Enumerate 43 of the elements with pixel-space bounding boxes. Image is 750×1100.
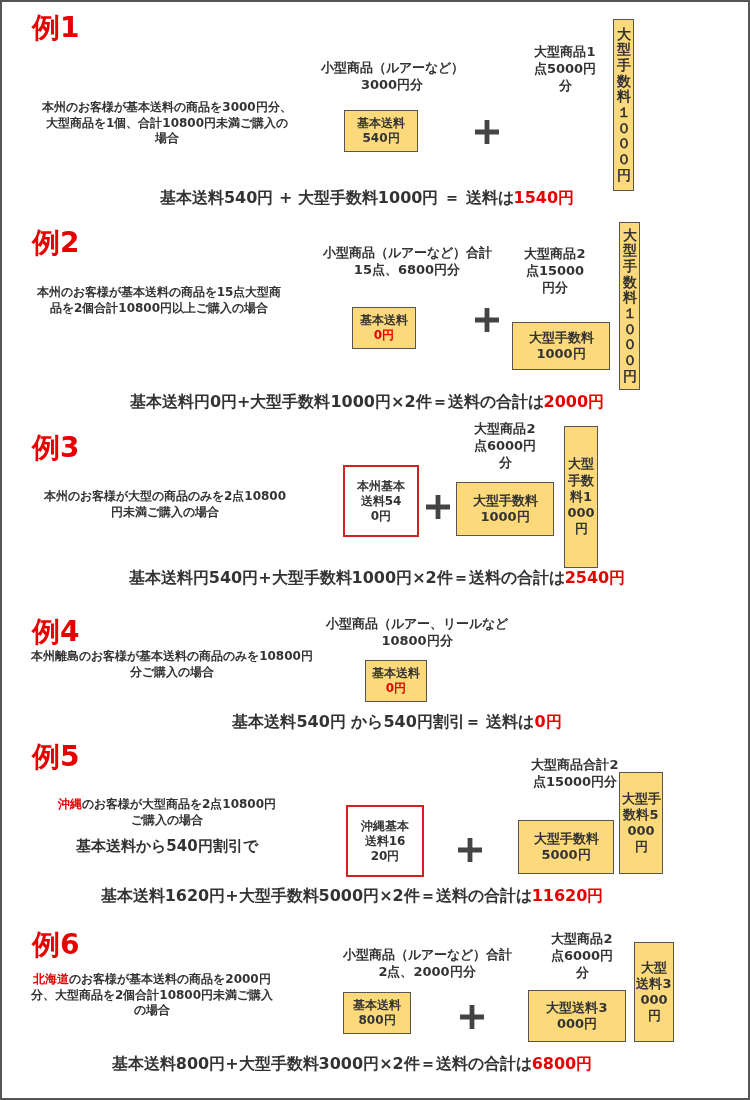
case-description: 本州のお客様が基本送料の商品を15点大型商品を2個合計10800円以上ご購入の場合	[35, 285, 283, 317]
fee-formula: 基本送料800円+大型手数料3000円×2件＝送料の合計は6800円	[111, 1054, 593, 1075]
fee-box: 基本送料0円	[365, 660, 427, 702]
example-heading: 例5	[32, 739, 80, 775]
product-caption: 大型商品合計2点15000円分	[530, 757, 620, 791]
fee-box: 大型手数料5000円	[619, 772, 663, 874]
example-heading: 例6	[32, 927, 80, 963]
example-heading: 例3	[32, 430, 80, 466]
case-description: 基本送料から540円割引で	[75, 837, 260, 857]
fee-box: 基本送料540円	[344, 110, 418, 152]
case-description: 本州のお客様が大型の商品のみを2点10800円未満ご購入の場合	[42, 489, 288, 521]
fee-box: 基本送料800円	[343, 992, 411, 1034]
base-fee-box: 本州基本送料540円	[343, 465, 419, 537]
example-heading: 例4	[32, 614, 80, 650]
fee-box: 大型手数料1000円	[456, 482, 554, 536]
product-caption: 小型商品（ルアーなど）合計15点、6800円分	[322, 245, 492, 279]
fee-box: 大型手数料１０００円	[619, 222, 640, 390]
product-caption: 大型商品2点6000円分	[472, 421, 538, 472]
fee-box: 大型手数料１０００円	[613, 19, 634, 191]
case-description: 沖縄のお客様が大型商品を2点10800円ご購入の場合	[56, 797, 278, 829]
fee-formula: 基本送料540円 + 大型手数料1000円 ＝ 送料は1540円	[159, 188, 575, 209]
case-description: 北海道のお客様が基本送料の商品を2000円分、大型商品を2個合計10800円未満ご購入の場合	[29, 972, 275, 1019]
product-caption: 小型商品（ルアーなど）3000円分	[319, 60, 465, 94]
fee-box: 大型送料3000円	[528, 990, 626, 1042]
fee-formula: 基本送料円0円+大型手数料1000円×2件＝送料の合計は2000円	[129, 392, 605, 413]
case-description: 本州のお客様が基本送料の商品を3000円分、大型商品を1個、合計10800円未満ご購入の場合	[42, 100, 292, 147]
product-caption: 大型商品2点6000円分	[549, 931, 615, 982]
fee-formula: 基本送料円540円+大型手数料1000円×2件＝送料の合計は2540円	[128, 568, 626, 589]
fee-box: 基本送料0円	[352, 307, 416, 349]
fee-box: 大型手数料1000円	[564, 426, 598, 568]
case-description: 本州離島のお客様が基本送料の商品のみを10800円分ご購入の場合	[30, 649, 314, 681]
fee-box: 大型手数料1000円	[512, 322, 610, 370]
fee-formula: 基本送料540円 から540円割引＝ 送料は0円	[232, 712, 562, 733]
fee-formula: 基本送料1620円+大型手数料5000円×2件＝送料の合計は11620円	[100, 886, 604, 907]
base-fee-box: 沖縄基本送料1620円	[346, 805, 424, 877]
fee-box: 大型送料3000円	[634, 942, 674, 1042]
product-caption: 小型商品（ルアーなど）合計2点、2000円分	[342, 947, 512, 981]
example-heading: 例1	[32, 10, 80, 46]
example-heading: 例2	[32, 225, 80, 261]
product-caption: 大型商品1点5000円分	[532, 44, 598, 95]
product-caption: 小型商品（ルアー、リールなど10800円分	[325, 616, 509, 650]
fee-box: 大型手数料5000円	[518, 820, 614, 874]
product-caption: 大型商品2点15000円分	[523, 246, 587, 297]
